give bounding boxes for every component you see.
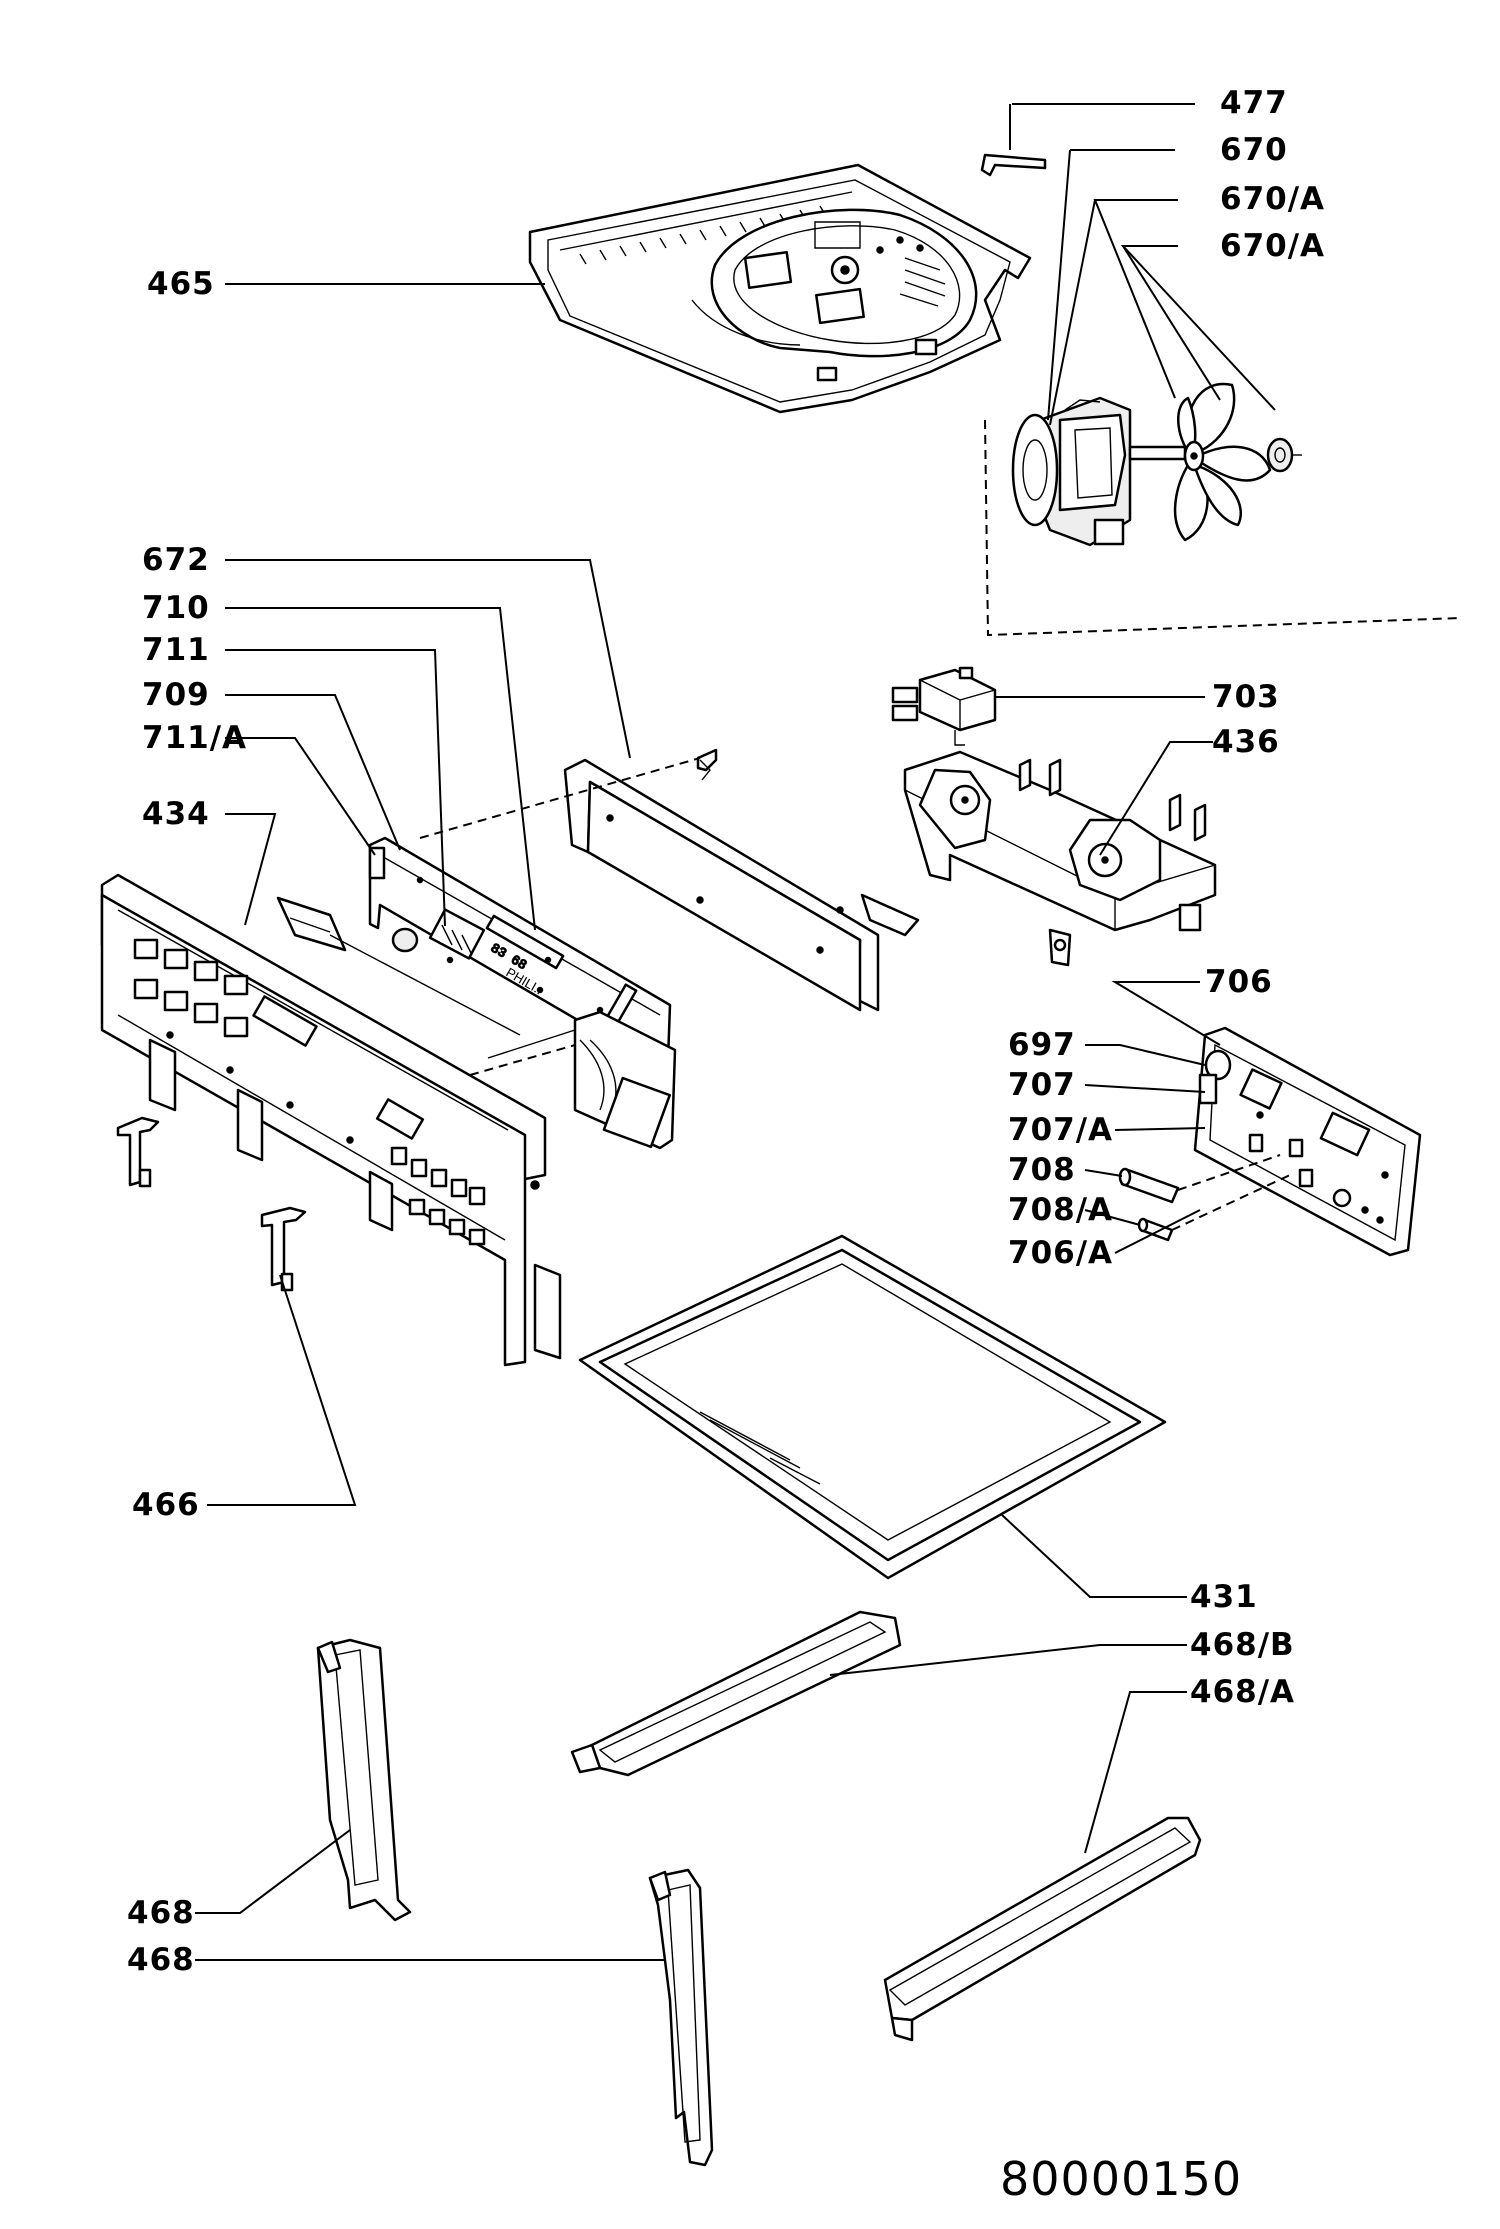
label-711a: 711/A <box>142 720 247 756</box>
part-466-clip-left <box>116 1116 160 1188</box>
label-707a: 707/A <box>1008 1112 1113 1148</box>
label-431: 431 <box>1190 1579 1258 1615</box>
label-436: 436 <box>1212 724 1280 760</box>
part-434-front-panel <box>100 873 562 1367</box>
wiring-ribbon <box>276 896 521 1036</box>
label-477: 477 <box>1220 85 1288 121</box>
label-670: 670 <box>1220 132 1288 168</box>
part-477-clip <box>980 104 1047 177</box>
label-466: 466 <box>132 1487 200 1523</box>
part-436-base-bracket <box>903 750 1217 967</box>
part-670a-fan-blade <box>1173 382 1272 542</box>
screw-alignment-dashed <box>419 757 701 839</box>
part-711a-connector <box>368 846 386 880</box>
part-465-top-tray <box>528 163 1032 414</box>
label-468-2: 468 <box>127 1942 195 1978</box>
part-670a-nut <box>1266 437 1302 473</box>
label-709: 709 <box>142 677 210 713</box>
part-672-bracket <box>563 748 920 1012</box>
part-708a-fuse <box>1137 1217 1174 1242</box>
label-468b: 468/B <box>1190 1627 1295 1663</box>
part-468-rail-upper <box>316 1638 412 1922</box>
label-670a-2: 670/A <box>1220 228 1325 264</box>
part-466-clip-right <box>260 1206 307 1292</box>
label-672: 672 <box>142 542 210 578</box>
label-707: 707 <box>1008 1067 1076 1103</box>
label-465: 465 <box>147 266 215 302</box>
fuse-dashed-2 <box>1171 1174 1291 1231</box>
fan-assembly-bracket-dashed <box>984 419 1461 637</box>
leader-lines <box>195 103 1276 1961</box>
label-706a: 706/A <box>1008 1235 1113 1271</box>
label-434: 434 <box>142 796 210 832</box>
label-697: 697 <box>1008 1027 1076 1063</box>
sub-board <box>469 1010 677 1150</box>
panel-buttons <box>133 938 540 1246</box>
part-468-rail-lower <box>648 1868 714 2167</box>
part-708-fuse <box>1118 1167 1180 1204</box>
part-706-power-board <box>1193 1026 1422 1257</box>
label-706: 706 <box>1205 964 1273 1000</box>
label-670a-1: 670/A <box>1220 181 1325 217</box>
label-703: 703 <box>1212 679 1280 715</box>
label-468-1: 468 <box>127 1895 195 1931</box>
part-703-microswitch <box>891 666 997 746</box>
label-710: 710 <box>142 590 210 626</box>
part-670-fan-motor <box>1011 396 1187 547</box>
label-468a: 468/A <box>1190 1674 1295 1710</box>
callout-labels: 477 670 670/A 670/A 465 672 710 711 709 … <box>127 85 1325 1978</box>
label-708: 708 <box>1008 1152 1076 1188</box>
turntable-plate <box>710 208 978 358</box>
label-708a: 708/A <box>1008 1192 1113 1228</box>
label-711: 711 <box>142 632 210 668</box>
drawing-reference-number: 80000150 <box>1000 2152 1242 2206</box>
part-431-tray <box>578 1234 1167 1580</box>
part-468a-rail <box>883 1816 1202 2042</box>
fuse-dashed-1 <box>1177 1154 1281 1191</box>
part-468b-rail <box>570 1610 902 1777</box>
